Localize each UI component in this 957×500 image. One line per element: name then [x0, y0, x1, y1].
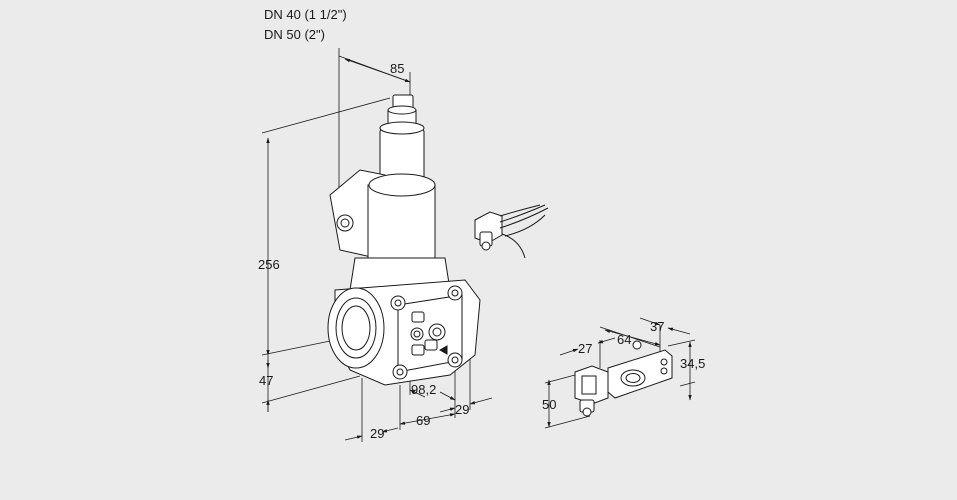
dimension-label-37: 37 [650, 319, 665, 334]
dimension-label-64: 64 [617, 332, 632, 347]
dimension-256 [261, 97, 391, 356]
dimension-label-85: 85 [390, 61, 405, 76]
dimension-50 [544, 374, 591, 429]
pilot-module [574, 340, 673, 417]
dimension-label-34-5: 34,5 [680, 356, 706, 371]
dimension-label-27: 27 [578, 341, 593, 356]
dimension-label-256: 256 [258, 257, 280, 272]
dimension-label-29-bottom: 29 [370, 426, 385, 441]
dimension-69 [399, 385, 456, 430]
dimension-label-50: 50 [542, 397, 557, 412]
solenoid-valve [327, 94, 481, 386]
dimension-29-bottom [344, 378, 399, 442]
cable-connector [474, 204, 549, 259]
dimension-37 [639, 317, 691, 335]
dimension-label-29-right: 29 [455, 402, 470, 417]
dimension-64 [599, 325, 661, 355]
title-dn40: DN 40 (1 1/2") [264, 7, 347, 22]
dimension-label-98-2: 98,2 [411, 382, 437, 397]
dimension-label-47: 47 [259, 373, 274, 388]
dimension-label-69: 69 [416, 413, 431, 428]
dimension-34-5 [667, 339, 696, 401]
title-dn50: DN 50 (2") [264, 27, 325, 42]
dimension-47 [261, 355, 361, 412]
dimension-85 [338, 48, 411, 200]
